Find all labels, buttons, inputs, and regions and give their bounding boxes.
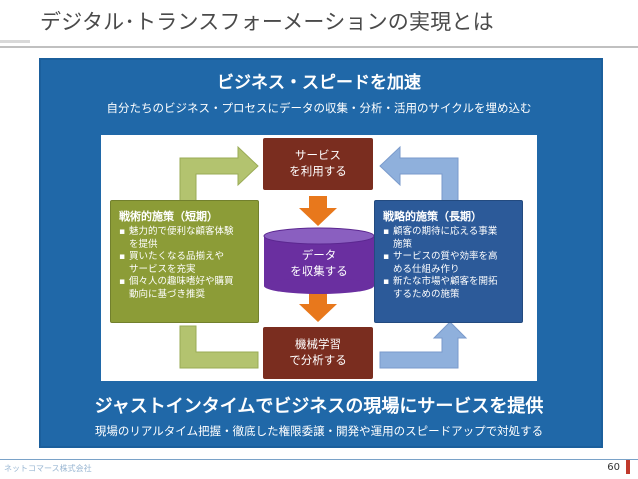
ml-analysis-box: 機械学習 で分析する bbox=[263, 327, 373, 379]
title-underline bbox=[0, 46, 638, 48]
use-service-box: サービス を利用する bbox=[263, 138, 373, 190]
orange-arrow-bottom bbox=[299, 292, 337, 322]
list-item: 魅力的で便利な顧客体験 を提供 bbox=[119, 226, 234, 251]
footer-divider bbox=[0, 459, 638, 460]
list-item: 新たな市場や顧客を開拓 するための施策 bbox=[383, 276, 498, 301]
title-accent-bar bbox=[0, 40, 30, 43]
bottom-subtitle: 現場のリアルタイム把握・徹底した権限委譲・開発や運用のスピードアップで対処する bbox=[94, 424, 544, 438]
strategic-title: 戦略的施策（長期） bbox=[383, 210, 482, 223]
collect-data-line2: を収集する bbox=[290, 264, 348, 278]
ml-analysis-line1: 機械学習 bbox=[295, 337, 341, 351]
list-item: 個々人の趣味嗜好や購買 動向に基づき推奨 bbox=[119, 276, 234, 301]
list-item: 顧客の期待に応える事業 施策 bbox=[383, 226, 498, 251]
use-service-line2: を利用する bbox=[289, 164, 347, 178]
blue-top-arrow bbox=[379, 145, 459, 215]
collect-data-line1: データ bbox=[301, 248, 337, 262]
list-item: サービスの質や効率を高 める仕組み作り bbox=[383, 251, 498, 276]
tactical-measures-box: 戦術的施策（短期） 魅力的で便利な顧客体験 を提供 買いたくなる品揃えや サービ… bbox=[110, 200, 259, 323]
panel-header: ビジネス・スピードを加速 bbox=[217, 73, 421, 93]
green-top-arrow bbox=[179, 145, 259, 215]
orange-arrow-top bbox=[299, 196, 337, 226]
strategic-measures-box: 戦略的施策（長期） 顧客の期待に応える事業 施策 サービスの質や効率を高 める仕… bbox=[374, 200, 523, 323]
bottom-title: ジャストインタイムでビジネスの現場にサービスを提供 bbox=[94, 396, 544, 417]
use-service-line1: サービス bbox=[295, 148, 341, 162]
database-icon bbox=[263, 227, 375, 294]
green-bottom-arrow bbox=[179, 325, 259, 369]
tactical-list: 魅力的で便利な顧客体験 を提供 買いたくなる品揃えや サービスを充実 個々人の趣… bbox=[119, 226, 234, 301]
tactical-title: 戦術的施策（短期） bbox=[119, 210, 218, 223]
page-title: デジタル･トランスフォーメーションの実現とは bbox=[40, 10, 494, 34]
footer-brand: ネットコマース株式会社 bbox=[4, 464, 92, 473]
panel-subheader: 自分たちのビジネス・プロセスにデータの収集・分析・活用のサイクルを埋め込む bbox=[106, 101, 532, 115]
list-item: 買いたくなる品揃えや サービスを充実 bbox=[119, 251, 234, 276]
page-number: 60 bbox=[607, 462, 620, 473]
page-marker bbox=[626, 460, 630, 474]
ml-analysis-line2: で分析する bbox=[289, 353, 347, 367]
blue-bottom-arrow bbox=[379, 321, 468, 369]
strategic-list: 顧客の期待に応える事業 施策 サービスの質や効率を高 める仕組み作り 新たな市場… bbox=[383, 226, 498, 301]
